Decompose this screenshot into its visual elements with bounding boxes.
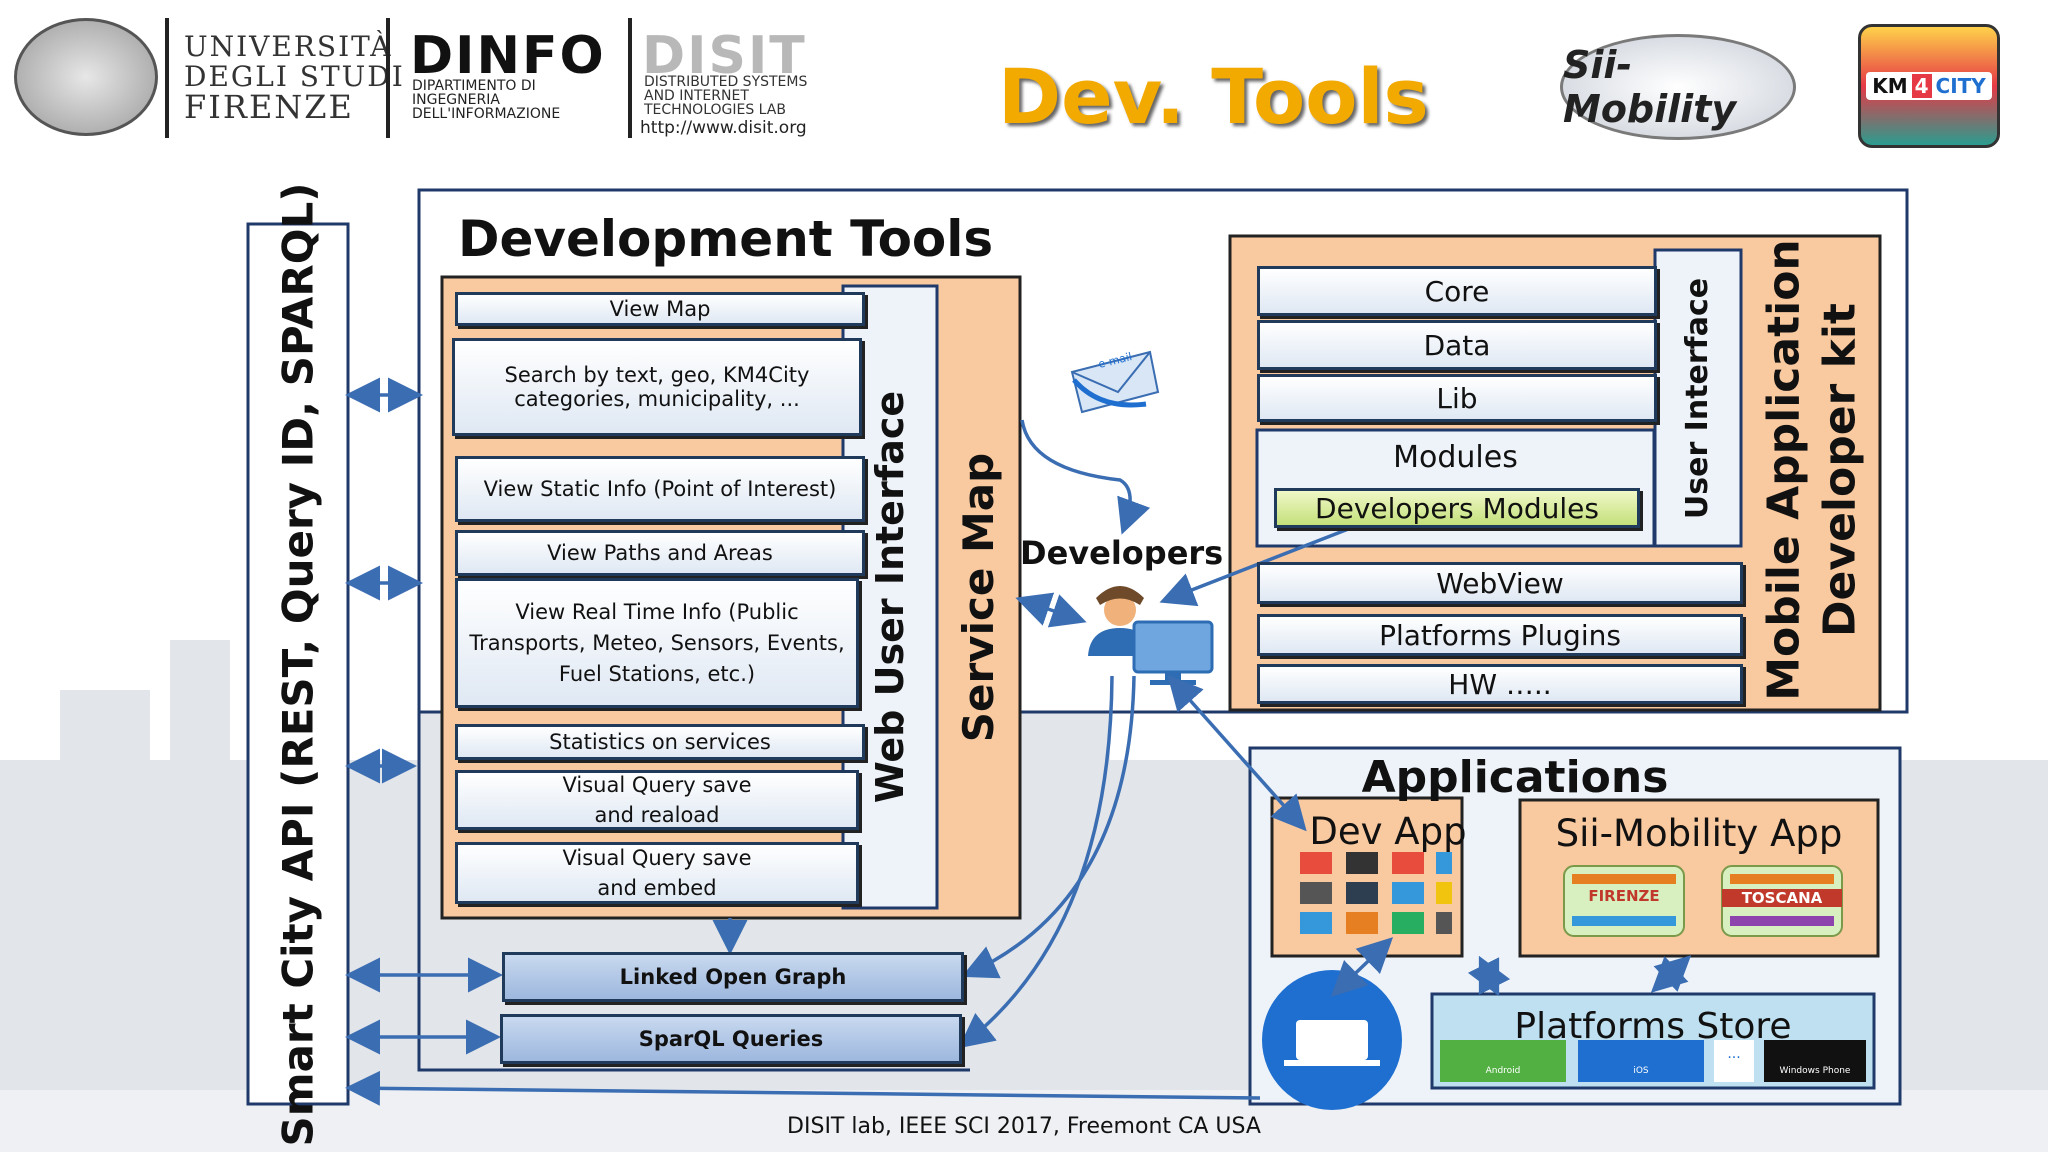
disit-sub1: DISTRIBUTED SYSTEMS	[644, 74, 808, 90]
dinfo-sub2: INGEGNERIA	[412, 92, 500, 108]
applications-title: Applications	[1361, 752, 1669, 803]
item-real-time[interactable]: View Real Time Info (Public Transports, …	[455, 578, 859, 708]
firenze-label: FIRENZE	[1588, 887, 1660, 905]
store-windows-label[interactable]: Windows Phone	[1779, 1066, 1851, 1076]
sdk-title-line2: Developer kit	[1815, 303, 1867, 637]
page-title: Dev. Tools	[998, 52, 1429, 141]
store-label: Platforms Store	[1514, 1006, 1792, 1047]
sii-logo-text: Sii-Mobility	[1563, 43, 1737, 131]
km-logo-km: KM	[1872, 74, 1908, 98]
item-static-info[interactable]: View Static Info (Point of Interest)	[455, 456, 865, 522]
item-paths-areas[interactable]: View Paths and Areas	[455, 530, 865, 576]
item-search[interactable]: Search by text, geo, KM4City categories,…	[452, 338, 862, 436]
store-other-label[interactable]: ...	[1727, 1046, 1741, 1062]
dev-app-icons	[1300, 852, 1452, 934]
footer: DISIT lab, IEEE SCI 2017, Freemont CA US…	[787, 1114, 1261, 1139]
developers-label: Developers	[1020, 534, 1224, 572]
api-box	[246, 222, 350, 1106]
sdk-core[interactable]: Core	[1257, 266, 1657, 316]
sdk-lib[interactable]: Lib	[1257, 374, 1657, 422]
store-android	[1440, 1040, 1566, 1082]
logo-divider-1	[165, 18, 169, 138]
item-view-map[interactable]: View Map	[455, 292, 865, 326]
sdk-webview[interactable]: WebView	[1257, 562, 1743, 604]
dinfo-logo: DINFO	[410, 26, 606, 86]
sdk-title-line1: Mobile Application	[1759, 239, 1811, 701]
item-visual-query-reload[interactable]: Visual Query save and reaload	[455, 770, 859, 830]
sdk-modules-label: Modules	[1393, 440, 1518, 475]
toscana-label: TOSCANA	[1722, 889, 1842, 907]
km-logo-city: CITY	[1935, 74, 1986, 98]
store-android-label[interactable]: Android	[1485, 1066, 1521, 1076]
web-ui-label: Web User Interface	[868, 390, 913, 804]
sdk-data[interactable]: Data	[1257, 320, 1657, 370]
store-ios	[1578, 1040, 1704, 1082]
sdk-dev-modules[interactable]: Developers Modules	[1274, 488, 1640, 528]
disit-url[interactable]: http://www.disit.org	[640, 118, 807, 138]
item-statistics[interactable]: Statistics on services	[455, 724, 865, 760]
unifi-line1: UNIVERSITÀ	[184, 30, 393, 63]
sparql-queries[interactable]: SparQL Queries	[500, 1014, 962, 1064]
km4city-logo: KM 4 CITY	[1858, 24, 2000, 148]
dinfo-sub1: DIPARTIMENTO DI	[412, 78, 536, 94]
sdk-hw[interactable]: HW …..	[1257, 664, 1743, 704]
linked-open-graph[interactable]: Linked Open Graph	[502, 952, 964, 1002]
logo-divider-3	[628, 18, 632, 138]
disit-sub2: AND INTERNET	[644, 88, 749, 104]
arrows	[345, 377, 1692, 1106]
store-ios-label[interactable]: iOS	[1633, 1066, 1649, 1076]
sii-mobility-logo: Sii-Mobility	[1560, 34, 1796, 140]
item-visual-query-embed[interactable]: Visual Query save and embed	[455, 842, 859, 904]
disit-sub3: TECHNOLOGIES LAB	[644, 102, 786, 118]
sdk-user-interface-label: User Interface	[1680, 277, 1716, 519]
km-logo-4: 4	[1911, 74, 1932, 98]
service-map-label: Service Map	[954, 452, 1003, 742]
disit-logo: DISIT	[642, 26, 807, 86]
store-other	[1714, 1040, 1754, 1082]
store-windows	[1764, 1040, 1866, 1082]
unifi-line2: DEGLI STUDI	[184, 60, 405, 93]
sdk-title: Mobile Application Developer kit	[1748, 239, 1878, 700]
unifi-line3: FIRENZE	[184, 88, 354, 126]
api-label: Smart City API (REST, Query ID, SPARQL)	[273, 182, 323, 1146]
email-icon	[1070, 350, 1160, 414]
logo-divider-2	[386, 18, 390, 138]
sdk-plugins[interactable]: Platforms Plugins	[1257, 614, 1743, 656]
dev-tools-title: Development Tools	[458, 210, 994, 268]
unifi-seal	[14, 18, 158, 136]
sii-app-label: Sii-Mobility App	[1555, 812, 1843, 855]
dinfo-sub3: DELL'INFORMAZIONE	[412, 106, 561, 122]
dev-app-label: Dev App	[1309, 810, 1467, 853]
